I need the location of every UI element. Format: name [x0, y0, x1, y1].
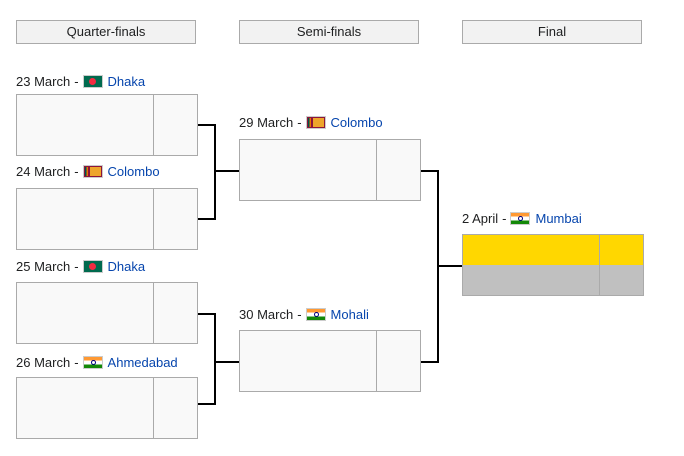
- qf1-label: 23 March- Dhaka: [16, 73, 145, 91]
- bracket-connector: [214, 313, 216, 405]
- header-semi-finals: Semi-finals: [239, 20, 419, 44]
- runner-up-row: [462, 265, 644, 296]
- sf2-label: 30 March- Mohali: [239, 306, 369, 324]
- qf3-date: 25 March: [16, 259, 71, 274]
- sf2-separator: -: [297, 307, 302, 322]
- team-name-cell: [16, 94, 154, 126]
- qf4-date: 26 March: [16, 355, 71, 370]
- india-flag-icon: [82, 356, 103, 369]
- bracket-connector: [421, 170, 438, 172]
- sf2-venue-link[interactable]: Mohali: [330, 307, 369, 322]
- team-score-cell: [376, 139, 421, 171]
- team-score-cell: [153, 313, 198, 344]
- qf4-match: [16, 377, 198, 439]
- team-score-cell: [153, 219, 198, 250]
- team-name-cell: [16, 377, 154, 409]
- sf2-match: [239, 330, 421, 392]
- bangladesh-flag-icon: [82, 75, 103, 88]
- sf1-date: 29 March: [239, 115, 294, 130]
- bangladesh-flag-icon: [82, 260, 103, 273]
- final-separator: -: [502, 211, 507, 226]
- bracket-connector: [214, 124, 216, 220]
- team-score-cell: [376, 361, 421, 392]
- team-name-cell: [239, 330, 377, 362]
- bracket-connector: [437, 265, 462, 267]
- team-row: [16, 125, 198, 156]
- team-row: [239, 330, 421, 362]
- final-match: [462, 234, 644, 296]
- sf1-separator: -: [297, 115, 302, 130]
- bracket-connector: [214, 361, 239, 363]
- qf2-date: 24 March: [16, 164, 71, 179]
- team-row: [239, 170, 421, 201]
- qf3-label: 25 March- Dhaka: [16, 258, 145, 276]
- header-final: Final: [462, 20, 642, 44]
- team-row: [16, 282, 198, 314]
- bracket-connector: [198, 124, 215, 126]
- team-row: [239, 139, 421, 171]
- team-name-cell: [462, 265, 600, 296]
- sf1-venue-link[interactable]: Colombo: [330, 115, 383, 130]
- qf2-separator: -: [74, 164, 79, 179]
- bracket-connector: [214, 170, 239, 172]
- team-name-cell: [16, 125, 154, 156]
- team-score-cell: [153, 125, 198, 156]
- final-date: 2 April: [462, 211, 499, 226]
- team-row: [16, 219, 198, 250]
- team-score-cell: [153, 408, 198, 439]
- winner-row: [462, 234, 644, 266]
- qf2-label: 24 March- Colombo: [16, 163, 160, 181]
- team-score-cell: [153, 188, 198, 220]
- sri-lanka-flag-icon: [82, 165, 103, 178]
- sf1-label: 29 March- Colombo: [239, 114, 383, 132]
- bracket-connector: [421, 361, 438, 363]
- team-score-cell: [153, 94, 198, 126]
- bracket-connector: [198, 403, 215, 405]
- final-label: 2 April- Mumbai: [462, 210, 582, 228]
- qf4-separator: -: [74, 355, 79, 370]
- qf2-venue-link[interactable]: Colombo: [107, 164, 160, 179]
- team-row: [239, 361, 421, 392]
- team-name-cell: [239, 139, 377, 171]
- team-score-cell: [376, 330, 421, 362]
- qf2-match: [16, 188, 198, 250]
- india-flag-icon: [305, 308, 326, 321]
- team-row: [16, 313, 198, 344]
- team-row: [16, 94, 198, 126]
- team-name-cell: [16, 282, 154, 314]
- qf3-separator: -: [74, 259, 79, 274]
- team-name-cell: [239, 361, 377, 392]
- bracket-connector: [198, 313, 215, 315]
- qf1-match: [16, 94, 198, 156]
- team-name-cell: [16, 408, 154, 439]
- qf1-separator: -: [74, 74, 79, 89]
- team-row: [16, 188, 198, 220]
- team-name-cell: [239, 170, 377, 201]
- india-flag-icon: [510, 212, 531, 225]
- sri-lanka-flag-icon: [305, 116, 326, 129]
- qf1-venue-link[interactable]: Dhaka: [107, 74, 146, 89]
- team-name-cell: [16, 313, 154, 344]
- team-name-cell: [462, 234, 600, 266]
- team-score-cell: [376, 170, 421, 201]
- team-score-cell: [599, 265, 644, 296]
- team-score-cell: [153, 282, 198, 314]
- header-quarter-finals: Quarter-finals: [16, 20, 196, 44]
- qf3-match: [16, 282, 198, 344]
- team-row: [16, 408, 198, 439]
- qf4-label: 26 March- Ahmedabad: [16, 354, 178, 372]
- qf1-date: 23 March: [16, 74, 71, 89]
- team-score-cell: [153, 377, 198, 409]
- team-name-cell: [16, 219, 154, 250]
- sf2-date: 30 March: [239, 307, 294, 322]
- qf3-venue-link[interactable]: Dhaka: [107, 259, 146, 274]
- team-row: [16, 377, 198, 409]
- final-venue-link[interactable]: Mumbai: [535, 211, 582, 226]
- qf4-venue-link[interactable]: Ahmedabad: [107, 355, 178, 370]
- team-name-cell: [16, 188, 154, 220]
- bracket-connector: [198, 218, 215, 220]
- sf1-match: [239, 139, 421, 201]
- team-score-cell: [599, 234, 644, 266]
